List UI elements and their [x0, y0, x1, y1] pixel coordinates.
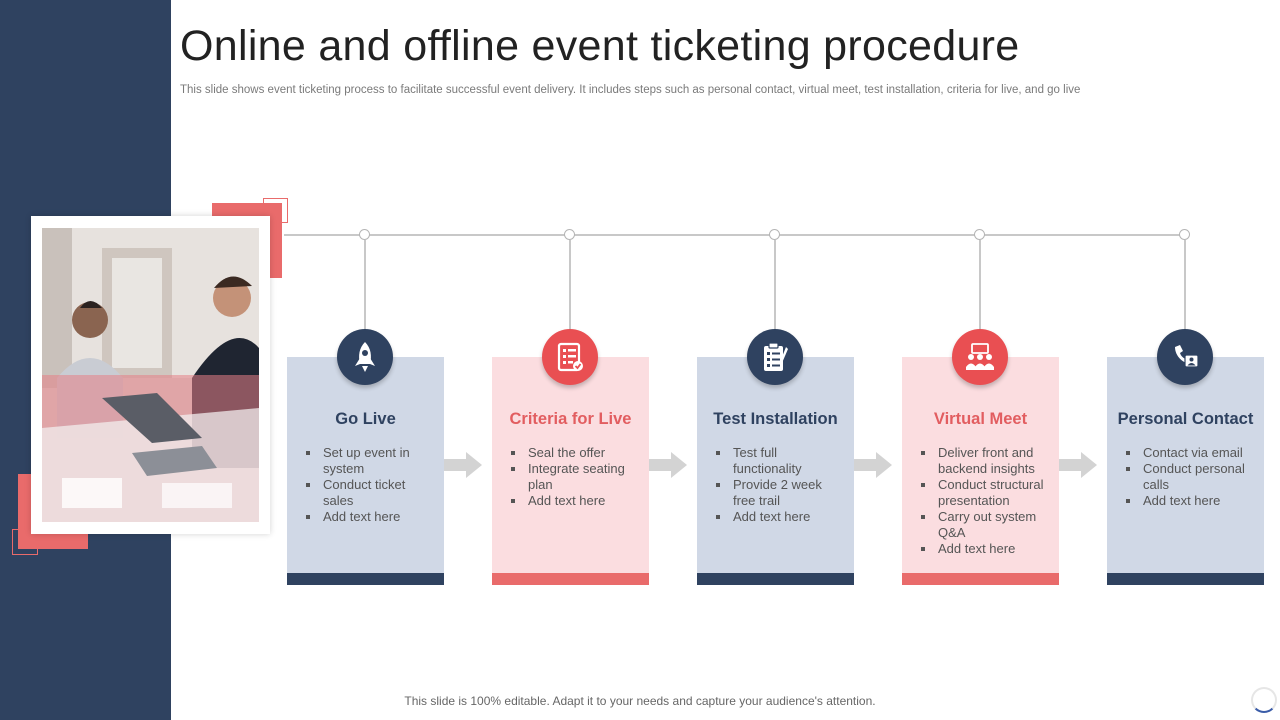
checklist-icon	[542, 329, 598, 385]
page-title: Online and offline event ticketing proce…	[180, 22, 1020, 70]
timeline-dot	[974, 229, 985, 240]
step-card-criteria-for-live: Criteria for Live Seal the offer Integra…	[492, 357, 649, 585]
meeting-icon	[952, 329, 1008, 385]
step-bullet: Add text here	[716, 509, 842, 525]
loading-spinner-icon	[1251, 687, 1277, 713]
step-bullet: Add text here	[921, 541, 1047, 557]
card-bottom-bar	[1107, 573, 1264, 585]
timeline-connector	[364, 240, 366, 332]
step-bullet: Conduct ticket sales	[306, 477, 432, 509]
decorative-outline-square-top	[263, 198, 288, 223]
step-title: Test Installation	[713, 410, 838, 428]
step-card-personal-contact: Personal Contact Contact via email Condu…	[1107, 357, 1264, 585]
step-card-test-installation: Test Installation Test full functionalit…	[697, 357, 854, 585]
step-bullet: Add text here	[306, 509, 432, 525]
step-bullet-list: Set up event in system Conduct ticket sa…	[304, 445, 432, 525]
footer-note: This slide is 100% editable. Adapt it to…	[404, 694, 876, 708]
chevron-right-arrow-icon	[649, 452, 687, 478]
phone-contact-icon	[1157, 329, 1213, 385]
chevron-right-arrow-icon	[1059, 452, 1097, 478]
step-bullet-list: Seal the offer Integrate seating plan Ad…	[509, 445, 637, 509]
clipboard-icon	[747, 329, 803, 385]
photo-frame	[31, 216, 270, 534]
timeline-dot	[1179, 229, 1190, 240]
step-bullet: Conduct personal calls	[1126, 461, 1252, 493]
chevron-right-arrow-icon	[854, 452, 892, 478]
step-bullet: Seal the offer	[511, 445, 637, 461]
step-card-go-live: Go Live Set up event in system Conduct t…	[287, 357, 444, 585]
card-bottom-bar	[902, 573, 1059, 585]
step-bullet: Test full functionality	[716, 445, 842, 477]
timeline-dot	[769, 229, 780, 240]
step-bullet-list: Contact via email Conduct personal calls…	[1124, 445, 1252, 509]
step-bullet-list: Test full functionality Provide 2 week f…	[714, 445, 842, 525]
timeline-connector	[1184, 240, 1186, 332]
step-bullet: Deliver front and backend insights	[921, 445, 1047, 477]
timeline-line	[284, 234, 1187, 236]
card-bottom-bar	[492, 573, 649, 585]
step-bullet: Add text here	[1126, 493, 1252, 509]
step-title: Personal Contact	[1117, 410, 1254, 428]
step-bullet: Conduct structural presentation	[921, 477, 1047, 509]
step-bullet: Integrate seating plan	[511, 461, 637, 493]
step-title: Criteria for Live	[509, 410, 632, 428]
step-card-virtual-meet: Virtual Meet Deliver front and backend i…	[902, 357, 1059, 585]
decorative-outline-square-bottom	[12, 529, 38, 555]
card-bottom-bar	[697, 573, 854, 585]
step-title: Virtual Meet	[933, 410, 1028, 428]
team-meeting-photo	[42, 228, 259, 522]
step-bullet: Add text here	[511, 493, 637, 509]
timeline-dot	[564, 229, 575, 240]
step-title: Go Live	[335, 410, 396, 428]
chevron-right-arrow-icon	[444, 452, 482, 478]
step-bullet: Provide 2 week free trail	[716, 477, 842, 509]
step-bullet: Set up event in system	[306, 445, 432, 477]
timeline-connector	[774, 240, 776, 332]
rocket-icon	[337, 329, 393, 385]
page-subtitle: This slide shows event ticketing process…	[180, 84, 1081, 96]
card-bottom-bar	[287, 573, 444, 585]
timeline-connector	[569, 240, 571, 332]
step-bullet: Contact via email	[1126, 445, 1252, 461]
timeline-connector	[979, 240, 981, 332]
timeline-dot	[359, 229, 370, 240]
step-bullet-list: Deliver front and backend insights Condu…	[919, 445, 1047, 557]
step-bullet: Carry out system Q&A	[921, 509, 1047, 541]
